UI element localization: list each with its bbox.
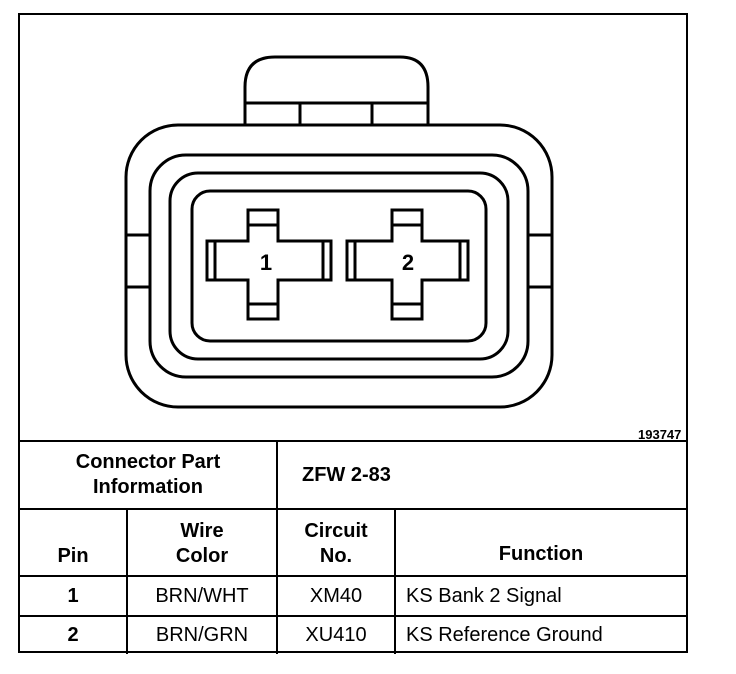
pin-2-terminal (345, 208, 470, 321)
header-circuit-no: Circuit No. (276, 508, 396, 577)
pin-1-label: 1 (260, 250, 272, 275)
row-pin: 1 (20, 575, 128, 617)
header-row: Pin Wire Color Circuit No. Function (20, 508, 686, 577)
figure-id: 193747 (638, 427, 682, 442)
side-rib-right (526, 233, 554, 289)
terminal-cavity (190, 189, 488, 343)
header-function: Function (394, 508, 686, 577)
diagram-frame: 1 2 193747 Connector Part Information ZF… (18, 13, 688, 654)
header-wire-color: Wire Color (126, 508, 278, 577)
connector-part-number: ZFW 2-83 (276, 440, 686, 510)
pin-1-terminal (205, 208, 333, 321)
header-pin: Pin (20, 508, 128, 577)
connector-info-row: Connector Part Information ZFW 2-83 (20, 440, 686, 510)
locking-tab (243, 55, 430, 125)
row-function: KS Reference Ground (394, 615, 686, 654)
table-row: 1 BRN/WHT XM40 KS Bank 2 Signal (20, 575, 686, 617)
row-circuit: XM40 (276, 575, 396, 617)
pin-2-label: 2 (402, 250, 414, 275)
connector-face-diagram: 1 2 (124, 55, 554, 409)
row-wire-color: BRN/WHT (126, 575, 278, 617)
connector-info-label: Connector Part Information (20, 440, 278, 510)
row-pin: 2 (20, 615, 128, 654)
row-wire-color: BRN/GRN (126, 615, 278, 654)
row-circuit: XU410 (276, 615, 396, 654)
table-row: 2 BRN/GRN XU410 KS Reference Ground (20, 615, 686, 654)
connector-pinout-table: Connector Part Information ZFW 2-83 Pin … (20, 440, 686, 654)
connector-inner-rim-2 (168, 171, 510, 361)
side-rib-left (124, 233, 152, 289)
row-function: KS Bank 2 Signal (394, 575, 686, 617)
connector-outer-body (124, 123, 554, 409)
